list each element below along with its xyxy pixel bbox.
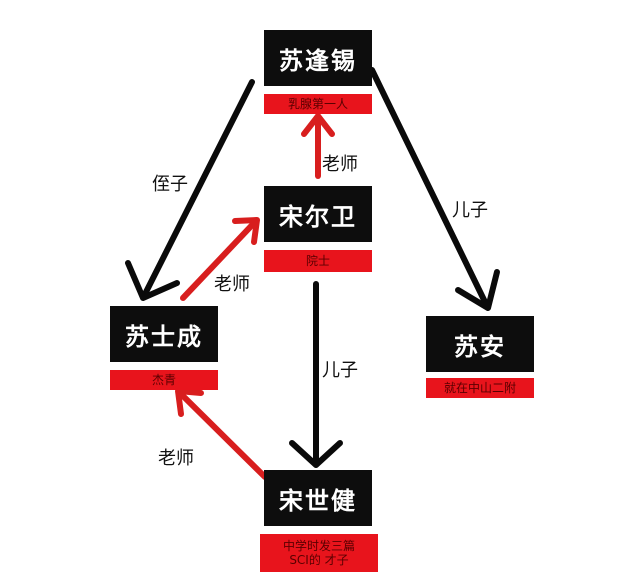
tag-song-erwei: 院士 <box>264 250 372 272</box>
edge-son-su-arrow <box>369 67 500 311</box>
label-teacher-su-shicheng: 老师 <box>214 274 250 295</box>
edge-nephew-arrow <box>125 79 255 301</box>
label-teacher-song-erwei: 老师 <box>322 154 358 175</box>
edge-teacher-song-shijian-arrow <box>175 388 268 480</box>
node-song-shijian: 宋世健 <box>264 470 372 526</box>
label-nephew: 侄子 <box>152 174 188 195</box>
label-teacher-song-shijian: 老师 <box>158 448 194 469</box>
label-son-su: 儿子 <box>452 200 488 221</box>
tag-su-an: 就在中山二附 <box>426 378 534 398</box>
tag-su-fengxi: 乳腺第一人 <box>264 94 372 114</box>
tag-su-shicheng: 杰青 <box>110 370 218 390</box>
node-su-shicheng: 苏士成 <box>110 306 218 362</box>
node-song-erwei: 宋尔卫 <box>264 186 372 242</box>
node-su-an: 苏安 <box>426 316 534 372</box>
edge-teacher-song-erwei-arrow <box>301 113 335 179</box>
label-son-song: 儿子 <box>322 360 358 381</box>
tag-song-shijian: 中学时发三篇 SCI的 才子 <box>260 534 378 572</box>
edge-son-song-arrow <box>289 281 343 468</box>
edge-teacher-su-shicheng-arrow <box>180 217 260 301</box>
node-su-fengxi: 苏逢锡 <box>264 30 372 86</box>
